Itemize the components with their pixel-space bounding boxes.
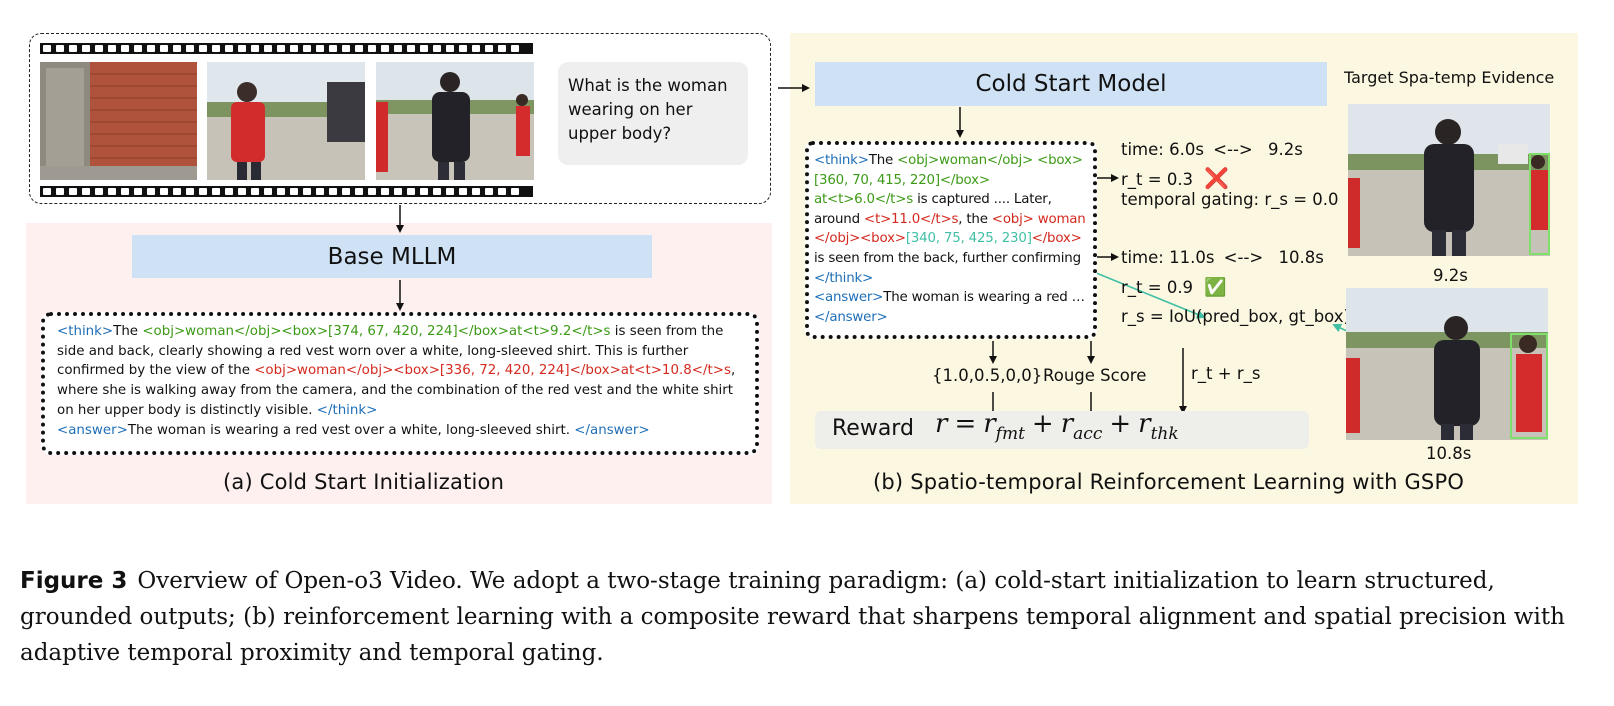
grounded-evidence-2: <obj>woman</obj><box>[336, 72, 420, 224]… <box>254 363 731 379</box>
eval1-time: time: 6.0s <--> 9.2s <box>1121 140 1303 159</box>
spatial-reward-iou: r_s = IoU(pred_box, gt_box) <box>1121 307 1350 326</box>
check-icon: ✅ <box>1204 277 1227 298</box>
thinking-reward: r <box>1138 409 1151 439</box>
think-close-tag: </think> <box>316 402 378 418</box>
time-compare-arrow: <--> <box>1223 248 1264 267</box>
ground-truth-time: 9.2s <box>1267 140 1303 159</box>
answer-open-tag: <answer> <box>57 422 128 438</box>
accuracy-reward: r <box>1060 409 1074 439</box>
temporal-reward: r_t = 0.9 <box>1121 278 1194 297</box>
panel-a-caption: (a) Cold Start Initialization <box>223 470 505 494</box>
ground-truth-time: 10.8s <box>1278 248 1324 267</box>
video-frame-1 <box>40 62 197 180</box>
temporal-reward: r_t = 0.3 <box>1121 170 1194 189</box>
answer-open-tag: <answer> <box>814 290 884 306</box>
cross-icon: ❌ <box>1204 166 1230 190</box>
evidence-frame-10-8s <box>1346 288 1548 440</box>
thinking-subscript: thk <box>1150 424 1179 444</box>
eval2-rt: r_t = 0.9 ✅ <box>1121 277 1227 298</box>
output-text: , the <box>958 211 992 227</box>
cold-start-output-box: <think>The <obj>woman</obj><box>[374, 67… <box>41 312 759 455</box>
video-frame-2 <box>207 62 365 180</box>
rouge-score: Rouge Score <box>1043 366 1147 385</box>
base-mllm-box: Base MLLM <box>132 235 652 278</box>
timestamp-evidence: <t>11.0</t>s <box>863 211 959 227</box>
think-close-tag: </think> <box>814 270 874 286</box>
answer-close-tag: </answer> <box>574 422 650 438</box>
eval2-time: time: 11.0s <--> 10.8s <box>1121 248 1324 267</box>
figure-label: Figure 3 <box>20 568 128 594</box>
output-text: is seen from the back, further confirmin… <box>814 250 1081 266</box>
predicted-box: [340, 75, 425, 230] <box>905 231 1032 247</box>
video-frame-3 <box>376 62 534 180</box>
reward-label: Reward <box>832 416 914 441</box>
output-text: is seen from the side and back, clearly … <box>57 324 724 379</box>
format-score: {1.0,0.5,0,0} <box>932 366 1043 385</box>
film-strip-bottom <box>40 186 533 197</box>
output-text: , where she is walking away from the cam… <box>57 363 736 418</box>
film-strip-top <box>40 43 533 54</box>
reward-bar <box>815 411 1309 449</box>
answer-close-tag: </answer> <box>814 309 888 325</box>
evidence-time-1: 9.2s <box>1433 266 1468 285</box>
grounded-evidence-1: <obj>woman</obj> <box>[360, 70, 415, 220… <box>814 153 1083 208</box>
temporal-gating: temporal gating: r_s = 0.0 <box>1121 190 1339 209</box>
predicted-time: time: 11.0s <box>1121 248 1215 267</box>
format-reward: r <box>983 409 996 439</box>
evidence-time-2: 10.8s <box>1426 444 1472 463</box>
plus-sign: + <box>1031 409 1054 439</box>
format-subscript: fmt <box>995 424 1025 444</box>
output-text: is captured .... Later, around <box>814 192 1052 227</box>
plus-sign: + <box>1109 409 1132 439</box>
box-close-tag: </box> <box>1031 231 1082 247</box>
grounded-evidence-1: <obj>woman</obj><box>[374, 67, 420, 224]… <box>142 324 611 339</box>
output-text: The <box>868 153 898 168</box>
equals-sign: = <box>954 409 977 439</box>
reward-symbol: r <box>935 409 948 439</box>
think-open-tag: <think> <box>814 153 869 168</box>
answer-text: The woman is wearing a red … <box>883 290 1085 306</box>
figure-caption-text: Overview of Open-o3 Video. We adopt a tw… <box>20 568 1565 666</box>
grounded-evidence-2: <obj> woman </obj><box> <box>814 211 1086 247</box>
temporal-spatial-sum: r_t + r_s <box>1191 364 1261 383</box>
output-text: The <box>113 324 143 339</box>
time-compare-arrow: <--> <box>1213 140 1253 159</box>
target-evidence-title: Target Spa-temp Evidence <box>1344 68 1555 87</box>
question-bubble: What is the woman wearing on her upper b… <box>558 62 748 165</box>
evidence-frame-9-2s <box>1348 104 1550 256</box>
accuracy-subscript: acc <box>1073 424 1103 444</box>
answer-text: The woman is wearing a red vest over a w… <box>127 422 575 438</box>
eval1-rt: r_t = 0.3 ❌ <box>1121 166 1229 190</box>
think-open-tag: <think> <box>57 324 114 339</box>
panel-b-caption: (b) Spatio-temporal Reinforcement Learni… <box>873 470 1465 494</box>
cold-start-model-box: Cold Start Model <box>815 62 1327 106</box>
rl-output-box: <think>The <obj>woman</obj> <box>[360, 7… <box>805 141 1097 339</box>
predicted-time: time: 6.0s <box>1121 140 1204 159</box>
reward-formula: r=rfmt+racc+rthk <box>935 409 1179 444</box>
